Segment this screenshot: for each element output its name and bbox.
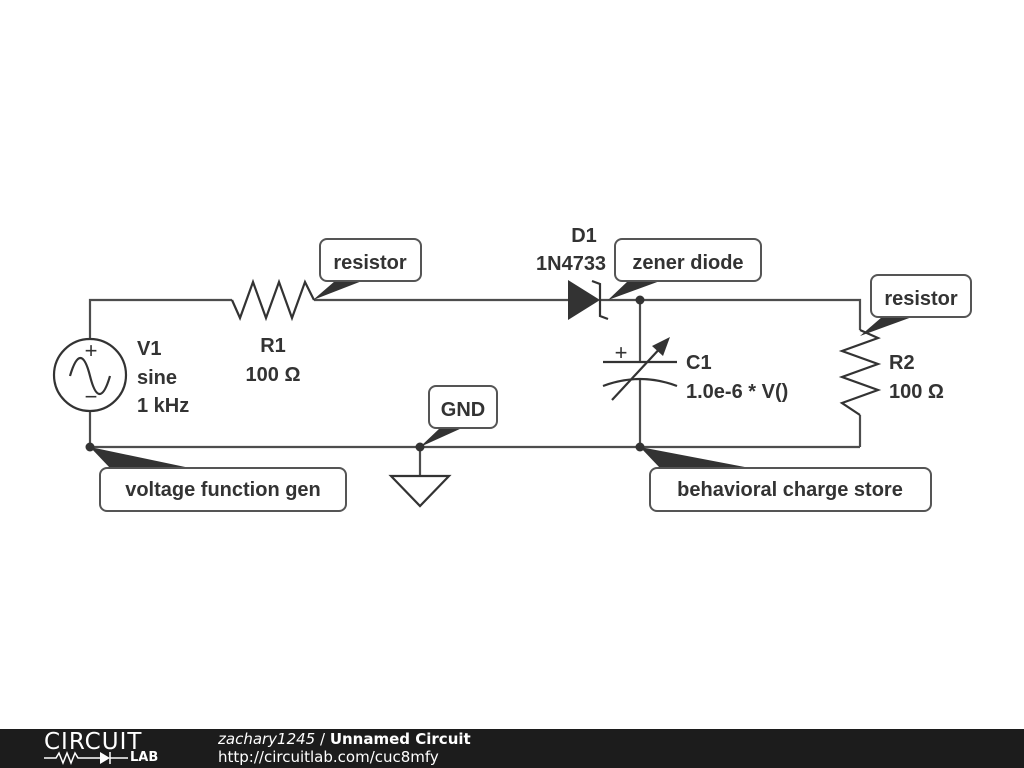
sine-source-symbol: [52, 337, 128, 413]
tag-resistor-r1[interactable]: resistor: [313, 238, 422, 300]
footer-bar: CIRCUIT LAB zachary1245 / Unnamed Circui…: [0, 729, 1024, 768]
tag-resistor-r1-text: resistor: [333, 252, 407, 274]
circuit-schematic: + − V1 sine 1 kHz R1 100 Ω D1 1N4733 + C…: [52, 225, 972, 512]
tag-zener-diode[interactable]: zener diode: [608, 238, 762, 300]
author-name[interactable]: zachary1245: [218, 730, 316, 748]
tag-resistor-r2-text: resistor: [884, 288, 958, 310]
tag-resistor-r2[interactable]: resistor: [860, 274, 972, 336]
v1-type-label: sine: [137, 367, 177, 389]
wire-left-top: [88, 298, 232, 340]
circuitlab-logo[interactable]: CIRCUIT LAB: [44, 729, 174, 768]
resistor-r2-symbol: [838, 328, 882, 416]
credit-separator: /: [315, 730, 330, 748]
c1-ref-label: C1: [686, 352, 712, 374]
tag-behavioral-charge-store[interactable]: behavioral charge store: [640, 447, 932, 512]
tag-zener-diode-text: zener diode: [632, 252, 743, 274]
resistor-r1-symbol: [230, 278, 315, 322]
circuit-title[interactable]: Unnamed Circuit: [329, 730, 471, 748]
tag-gnd[interactable]: GND: [420, 385, 498, 447]
zener-diode-symbol: [568, 279, 609, 321]
d1-ref-label: D1: [571, 225, 597, 247]
tag-behavioral-charge-store-text: behavioral charge store: [677, 479, 903, 501]
ground-symbol: [388, 474, 452, 508]
r2-value-label: 100 Ω: [889, 381, 944, 403]
logo-word: CIRCUIT: [44, 729, 143, 755]
v1-plus-sign: +: [85, 338, 98, 363]
circuit-url-link[interactable]: http://circuitlab.com/cuc8mfy: [218, 748, 439, 766]
c1-plus-sign: +: [615, 340, 628, 365]
v1-minus-sign: −: [85, 384, 98, 409]
v1-freq-label: 1 kHz: [137, 395, 189, 417]
r1-ref-label: R1: [260, 335, 286, 357]
wire-d1-to-r2: [600, 298, 862, 330]
c1-value-label: 1.0e-6 * V(): [686, 381, 788, 403]
v1-ref-label: V1: [137, 338, 161, 360]
d1-part-label: 1N4733: [536, 253, 606, 275]
circuit-credit: zachary1245 / Unnamed Circuit: [218, 731, 471, 748]
variable-capacitor-symbol: [602, 337, 678, 401]
tag-voltage-function-gen[interactable]: voltage function gen: [90, 447, 347, 512]
logo-circuit-icon: [44, 751, 128, 765]
tag-voltage-function-gen-text: voltage function gen: [125, 479, 321, 501]
logo-lab: LAB: [130, 750, 159, 765]
r1-value-label: 100 Ω: [246, 364, 301, 386]
tag-gnd-text: GND: [441, 399, 485, 421]
r2-ref-label: R2: [889, 352, 915, 374]
